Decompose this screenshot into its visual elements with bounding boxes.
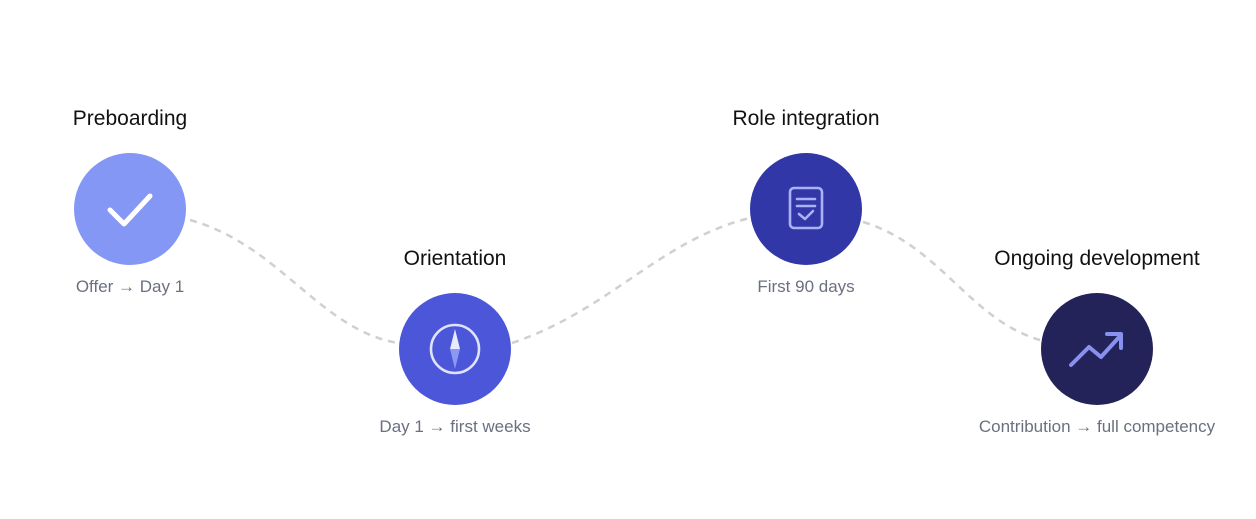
document-check-icon bbox=[781, 184, 831, 234]
stage-title: Orientation bbox=[403, 247, 507, 270]
stage-title: Ongoing development bbox=[994, 247, 1200, 270]
stage-subtitle: First 90 days bbox=[757, 277, 855, 296]
stage-orientation: Orientation Day 1 → first weeks bbox=[305, 245, 605, 437]
stage-title: Preboarding bbox=[72, 107, 188, 130]
stage-preboarding: Preboarding Offer → Day 1 bbox=[0, 105, 280, 297]
connector-preboarding-orientation bbox=[189, 218, 399, 345]
stage-subtitle: Contribution → full competency bbox=[978, 417, 1216, 436]
trending-up-icon bbox=[1065, 317, 1129, 381]
stage-circle bbox=[399, 293, 511, 405]
stage-title: Role integration bbox=[732, 107, 880, 130]
compass-icon bbox=[425, 319, 485, 379]
stage-role-integration: Role integration First 90 days bbox=[656, 105, 956, 297]
stage-circle bbox=[1041, 293, 1153, 405]
stage-ongoing-development: Ongoing development Contribution → full … bbox=[947, 245, 1247, 437]
check-icon bbox=[98, 177, 162, 241]
stage-subtitle: Offer → Day 1 bbox=[75, 277, 185, 296]
connector-orientation-role-integration bbox=[511, 216, 751, 345]
stage-circle bbox=[74, 153, 186, 265]
stage-circle bbox=[750, 153, 862, 265]
stage-subtitle: Day 1 → first weeks bbox=[379, 417, 531, 436]
connector-role-integration-ongoing-development bbox=[862, 220, 1041, 342]
